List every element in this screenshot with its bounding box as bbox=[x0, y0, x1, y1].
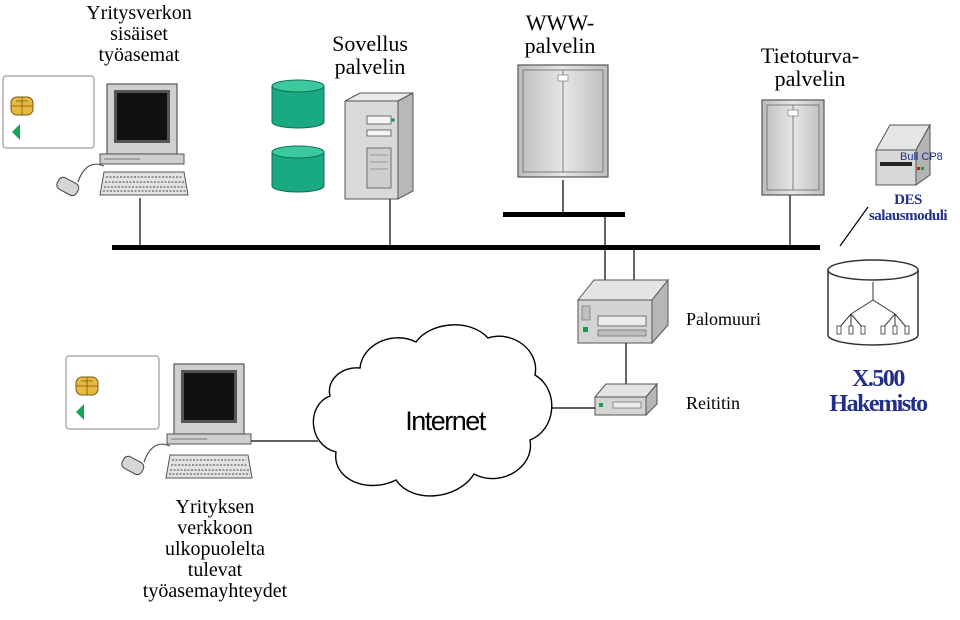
rack-server-icon bbox=[761, 99, 825, 196]
mouse-icon bbox=[121, 443, 171, 476]
smartcard-icon bbox=[65, 355, 160, 430]
label-firewall: Palomuuri bbox=[686, 309, 761, 329]
label-application-server: Sovellus palvelin bbox=[332, 31, 408, 80]
label-des-module: DES salausmoduli bbox=[868, 192, 948, 224]
cloud-icon bbox=[312, 324, 553, 497]
mouse-icon bbox=[56, 163, 105, 197]
label-bull-cp8: Bull CP8 bbox=[900, 151, 943, 163]
server-tower-icon bbox=[344, 92, 414, 200]
directory-tree-icon bbox=[827, 259, 919, 346]
monitor-icon bbox=[166, 363, 252, 445]
encryption-device-icon bbox=[875, 123, 931, 186]
keyboard-icon bbox=[165, 454, 253, 479]
label-directory: X.500 Hakemisto bbox=[829, 366, 928, 418]
www-subnet-bar bbox=[503, 212, 625, 217]
label-router: Reititin bbox=[686, 393, 740, 413]
label-external-workstations: Yrityksen verkkoon ulkopuolelta tulevat … bbox=[142, 496, 288, 602]
label-internal-workstations: Yritysverkon sisäiset työasemat bbox=[86, 2, 192, 66]
label-www-server: WWW- palvelin bbox=[524, 10, 596, 59]
database-icon bbox=[271, 79, 325, 193]
keyboard-icon bbox=[99, 171, 189, 196]
smartcard-icon bbox=[2, 75, 95, 149]
lan-backbone bbox=[112, 195, 869, 280]
monitor-icon bbox=[99, 83, 185, 165]
label-internet: Internet bbox=[405, 406, 486, 436]
rack-server-icon bbox=[517, 64, 609, 178]
router-icon bbox=[593, 382, 659, 417]
firewall-device-icon bbox=[576, 278, 670, 345]
label-security-server: Tietoturva- palvelin bbox=[760, 43, 860, 92]
